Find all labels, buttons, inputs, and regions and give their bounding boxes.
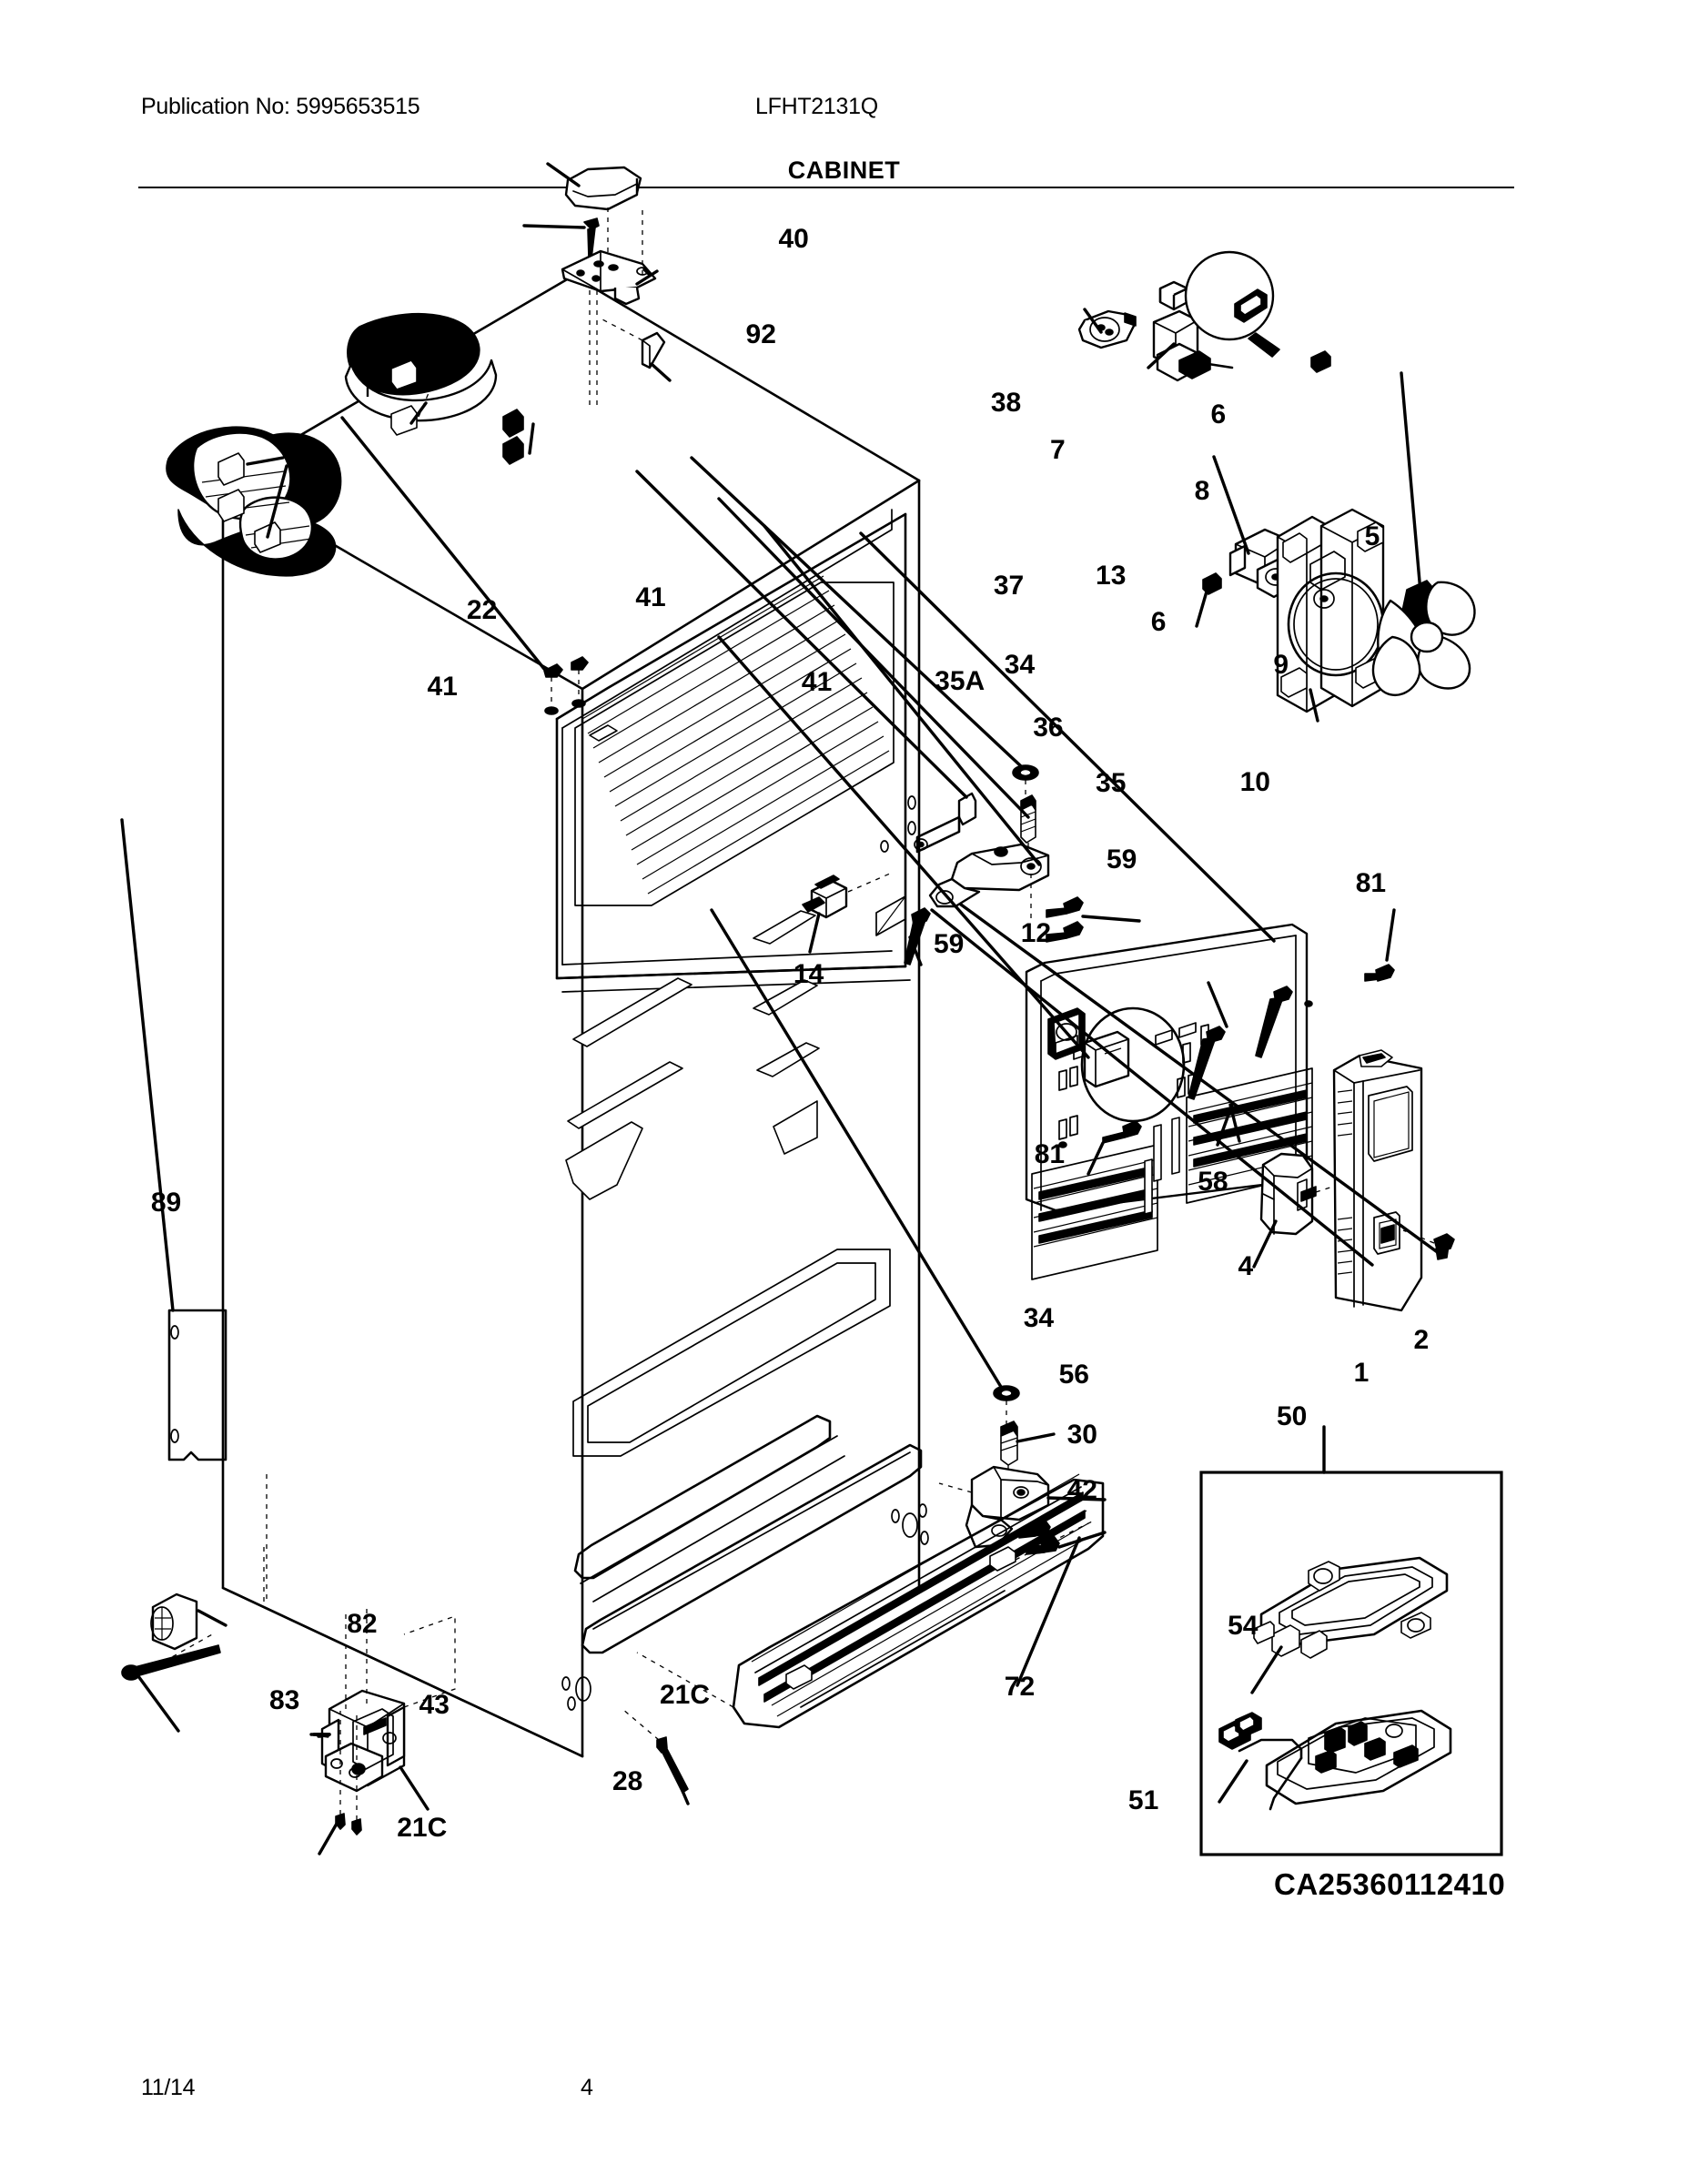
callout-38: 38 xyxy=(990,387,1022,418)
callout-81: 81 xyxy=(1355,867,1387,898)
callout-92: 92 xyxy=(745,318,776,349)
part-code: CA25360112410 xyxy=(1274,1867,1506,1901)
callout-21c: 21C xyxy=(397,1812,448,1843)
callout-8: 8 xyxy=(1194,476,1210,506)
callout-59: 59 xyxy=(934,929,965,959)
callout-40: 40 xyxy=(778,223,809,254)
callout-35: 35 xyxy=(1096,768,1127,798)
callout-54: 54 xyxy=(1228,1610,1258,1641)
footer-page-number: 4 xyxy=(581,2075,593,2100)
callout-58: 58 xyxy=(1198,1167,1228,1197)
callout-5: 5 xyxy=(1364,521,1380,551)
callout-56: 56 xyxy=(1058,1359,1089,1390)
callout-30: 30 xyxy=(1066,1419,1097,1450)
callout-59: 59 xyxy=(1106,844,1137,875)
callout-41: 41 xyxy=(427,671,458,702)
callout-28: 28 xyxy=(612,1765,643,1796)
callout-10: 10 xyxy=(1239,766,1270,797)
callout-34: 34 xyxy=(1004,649,1036,680)
callout-82: 82 xyxy=(347,1609,378,1639)
callout-37: 37 xyxy=(993,570,1025,601)
callout-41: 41 xyxy=(801,667,833,697)
callout-42: 42 xyxy=(1066,1475,1097,1505)
callout-22: 22 xyxy=(466,594,498,625)
header-divider xyxy=(138,187,1514,188)
callout-89: 89 xyxy=(150,1187,182,1218)
callout-14: 14 xyxy=(793,959,824,989)
callout-34: 34 xyxy=(1023,1303,1055,1333)
publication-number: Publication No: 5995653515 xyxy=(141,94,420,119)
callout-50: 50 xyxy=(1276,1401,1308,1431)
page-title: CABINET xyxy=(787,157,901,184)
callout-2: 2 xyxy=(1413,1325,1430,1355)
callout-6: 6 xyxy=(1210,399,1227,430)
callout-12: 12 xyxy=(1020,918,1052,948)
callout-13: 13 xyxy=(1096,561,1127,591)
callout-41: 41 xyxy=(635,582,666,612)
callout-7: 7 xyxy=(1050,435,1066,465)
callout-9: 9 xyxy=(1273,649,1289,680)
callout-21c: 21C xyxy=(659,1680,710,1710)
callout-36: 36 xyxy=(1033,712,1064,743)
callout-6: 6 xyxy=(1150,607,1167,637)
callout-51: 51 xyxy=(1127,1785,1159,1815)
callout-81: 81 xyxy=(1034,1139,1066,1169)
callout-4: 4 xyxy=(1238,1251,1254,1281)
callout-72: 72 xyxy=(1004,1672,1036,1702)
callout-35a: 35A xyxy=(935,665,986,696)
callout-43: 43 xyxy=(419,1689,450,1720)
model-number: LFHT2131Q xyxy=(755,94,878,119)
callout-83: 83 xyxy=(268,1685,300,1715)
callout-1: 1 xyxy=(1353,1358,1370,1388)
footer-date: 11/14 xyxy=(141,2075,196,2100)
